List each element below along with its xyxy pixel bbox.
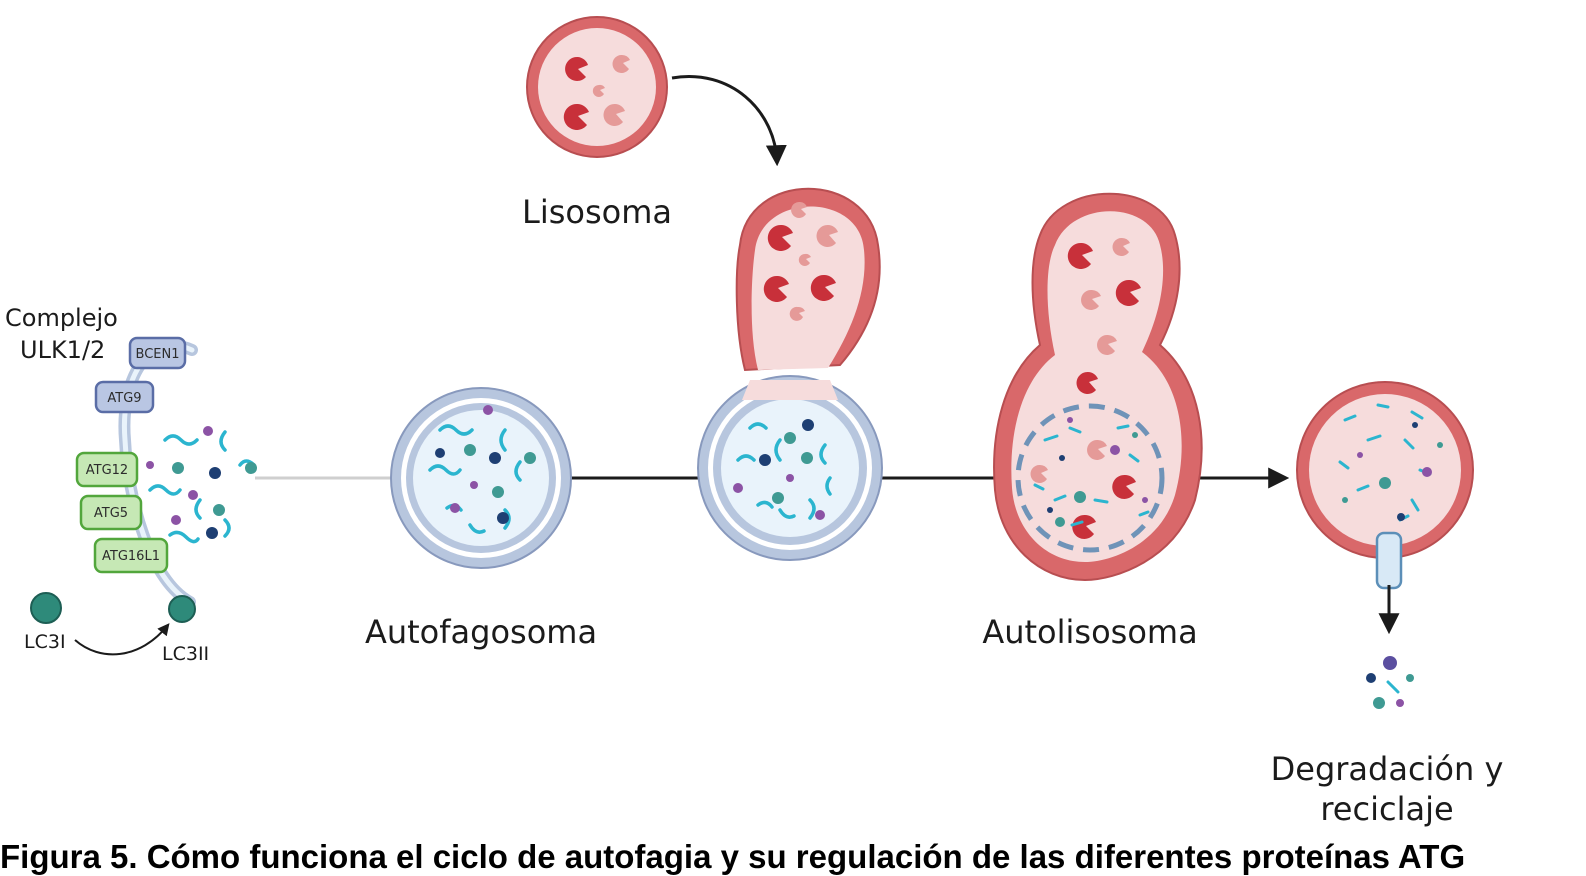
lc3i-label: LC3I [24,631,66,653]
released-products [1366,656,1414,709]
autofagosoma-label: Autofagosoma [365,613,597,651]
lc3ii-protein [168,595,196,623]
complejo-label-line2: ULK1/2 [20,336,105,364]
atg16l1-protein: ATG16L1 [93,537,169,574]
lc3ii-label: LC3II [162,643,209,665]
atg9-label: ATG9 [107,391,141,406]
complejo-label-line1: Complejo [5,304,118,332]
degradacion-label-line2: reciclaje [1320,790,1453,828]
atg16l1-label: ATG16L1 [102,549,160,564]
lc3i-protein [30,592,62,624]
figure-caption: Figura 5. Cómo funciona el ciclo de auto… [0,838,1465,875]
atg5-protein: ATG5 [79,494,143,531]
bcen1-label: BCEN1 [136,347,180,362]
autolisosoma-label: Autolisosoma [982,613,1197,651]
lysosome-fusion-arrow [671,75,787,167]
autophagosome [390,387,572,569]
lisosoma-label: Lisosoma [522,193,672,231]
atg12-label: ATG12 [86,463,128,478]
degradation-vesicle [1296,381,1474,590]
fusion-vesicle [697,187,883,561]
free-cargo-dots [146,426,257,539]
lysosome [526,16,668,158]
free-cargo [148,430,256,544]
bcen1-protein: BCEN1 [128,336,187,370]
atg5-label: ATG5 [94,506,128,521]
degradacion-label-line1: Degradación y [1271,750,1504,788]
atg9-protein: ATG9 [94,380,155,414]
autolysosome [993,192,1203,582]
lc3-conversion-arrow [74,623,170,656]
atg12-protein: ATG12 [75,451,139,488]
